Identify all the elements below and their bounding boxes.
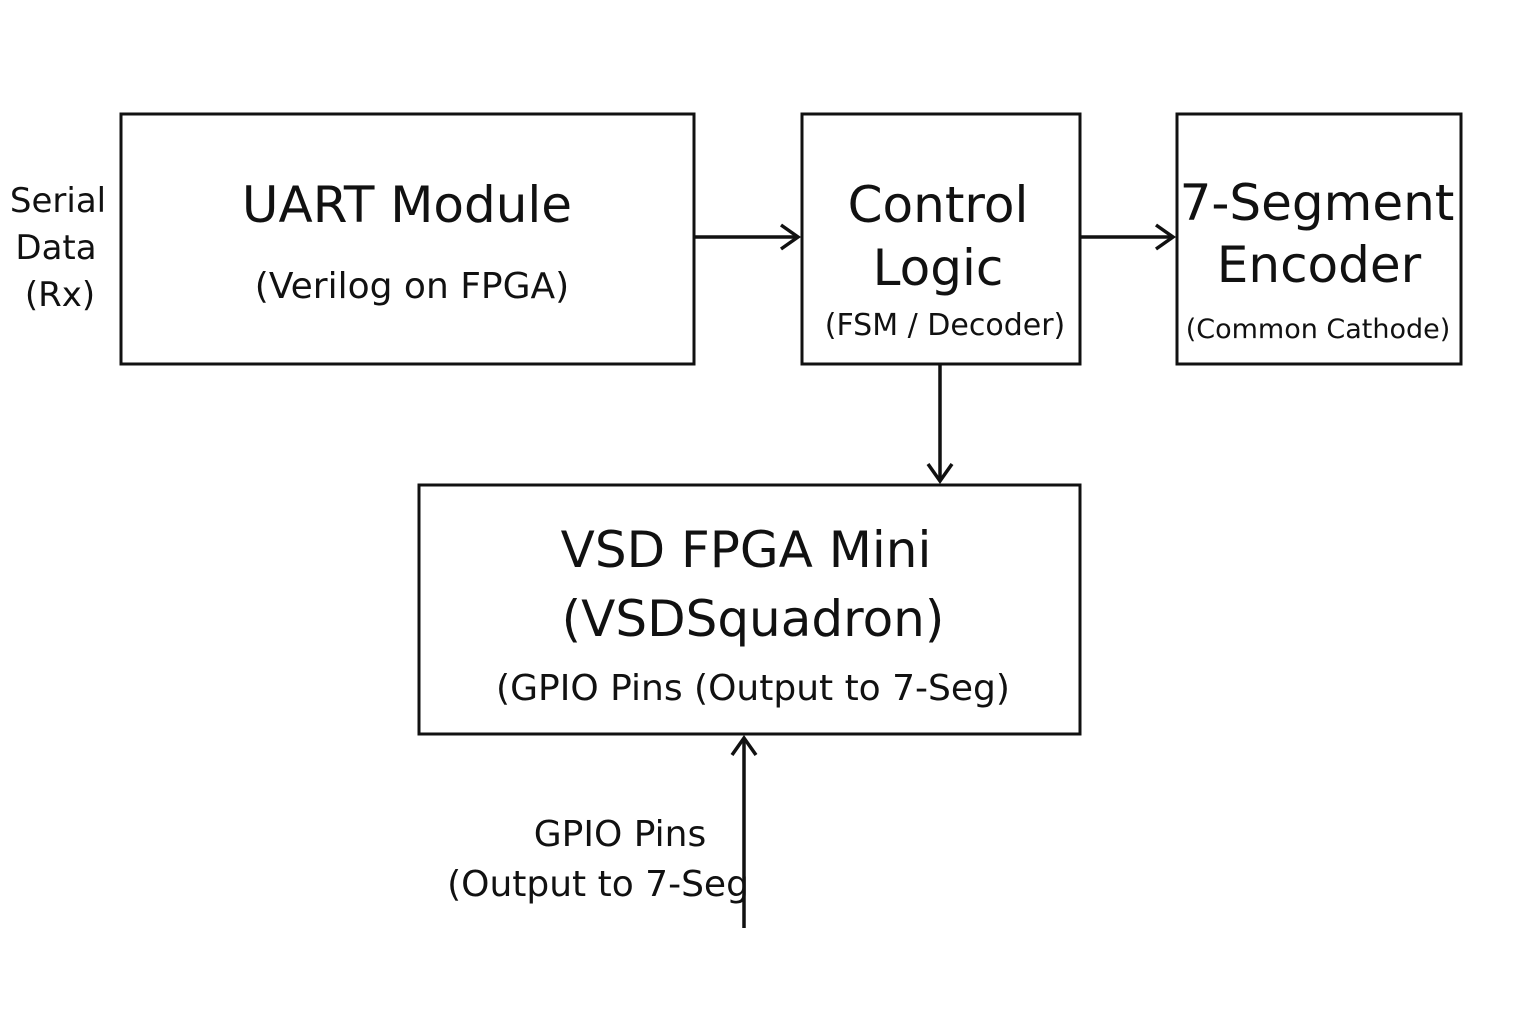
gpio-pins-label: GPIO Pins (Output to 7-Seg <box>447 814 749 905</box>
serial-data-line-2: Data <box>15 228 96 268</box>
seven-segment-encoder-title-line-2: Encoder <box>1217 236 1422 294</box>
uart-module-block: UART Module (Verilog on FPGA) <box>119 112 696 366</box>
seven-segment-encoder-subtitle: (Common Cathode) <box>1186 314 1451 345</box>
serial-data-line-3: (Rx) <box>25 275 95 315</box>
arrow-gpio-to-fpga-head <box>730 734 758 757</box>
serial-data-label: Serial Data (Rx) <box>10 181 106 315</box>
arrow-uart-to-control-head <box>779 223 802 251</box>
seven-segment-encoder-block: 7-Segment Encoder (Common Cathode) <box>1175 112 1463 366</box>
vsd-fpga-mini-title-line-2: (VSDSquadron) <box>562 590 945 648</box>
vsd-fpga-mini-title-line-1: VSD FPGA Mini <box>561 521 932 579</box>
arrow-control-to-fpga-head <box>926 462 954 485</box>
serial-data-line-1: Serial <box>10 181 106 221</box>
control-logic-box <box>800 112 1082 366</box>
seven-segment-encoder-box <box>1175 112 1463 366</box>
arrow-control-to-encoder-head <box>1154 223 1177 251</box>
gpio-pins-line-1: GPIO Pins <box>534 814 707 855</box>
vsd-fpga-mini-box <box>417 483 1082 736</box>
vsd-fpga-mini-subtitle: (GPIO Pins (Output to 7-Seg) <box>496 668 1010 709</box>
seven-segment-encoder-title-line-1: 7-Segment <box>1180 174 1455 232</box>
control-logic-title-line-1: Control <box>848 176 1029 234</box>
arrow-control-to-encoder <box>1080 223 1177 251</box>
control-logic-block: Control Logic (FSM / Decoder) <box>800 112 1082 366</box>
uart-module-subtitle: (Verilog on FPGA) <box>255 266 569 307</box>
uart-module-title: UART Module <box>242 176 572 234</box>
control-logic-subtitle: (FSM / Decoder) <box>825 308 1065 343</box>
uart-module-box <box>119 112 696 366</box>
control-logic-title-line-2: Logic <box>873 239 1004 297</box>
arrow-control-to-fpga <box>926 364 954 485</box>
vsd-fpga-mini-block: VSD FPGA Mini (VSDSquadron) (GPIO Pins (… <box>417 483 1082 736</box>
arrow-gpio-to-fpga <box>730 734 758 928</box>
gpio-pins-line-2: (Output to 7-Seg <box>447 864 749 905</box>
arrow-uart-to-control <box>694 223 802 251</box>
